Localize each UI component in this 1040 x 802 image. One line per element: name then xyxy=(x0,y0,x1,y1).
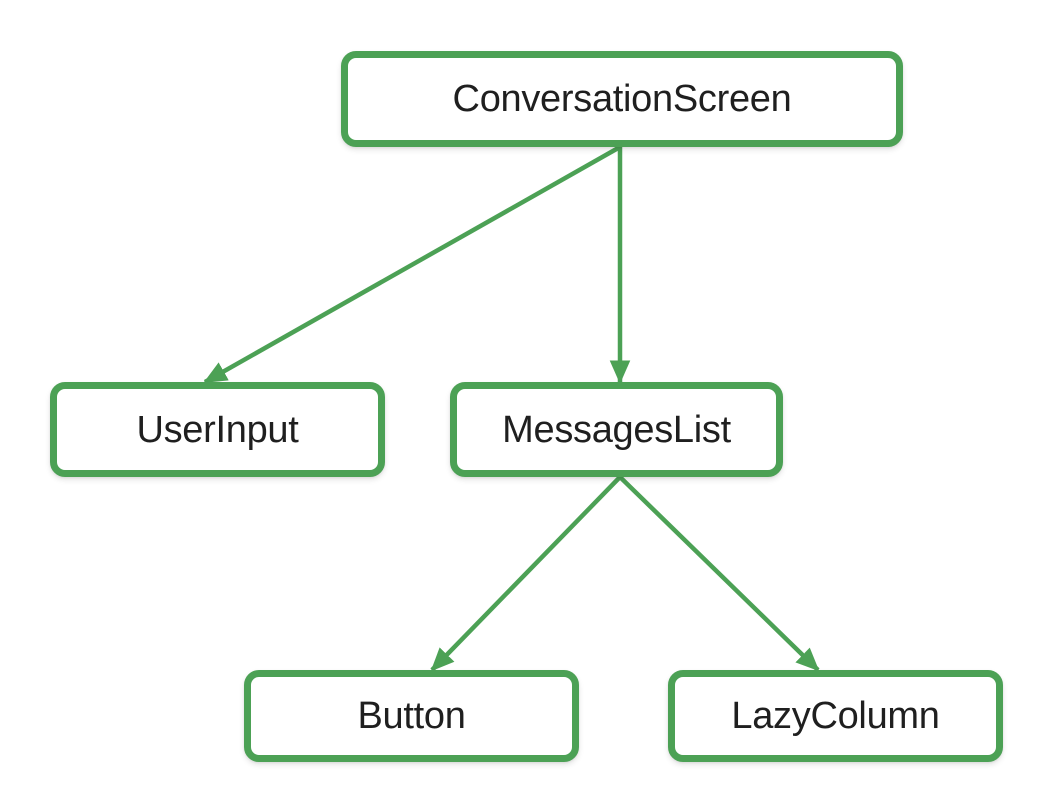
node-conversationscreen[interactable]: ConversationScreen xyxy=(341,51,903,147)
node-label-messageslist: MessagesList xyxy=(502,408,731,451)
node-lazycolumn[interactable]: LazyColumn xyxy=(668,670,1003,762)
edge-conversationscreen-userinput xyxy=(203,145,622,384)
node-button[interactable]: Button xyxy=(244,670,579,762)
node-label-conversationscreen: ConversationScreen xyxy=(452,78,792,120)
node-label-userinput: UserInput xyxy=(136,408,299,451)
node-messageslist[interactable]: MessagesList xyxy=(450,382,783,477)
edge-messageslist-lazycolumn xyxy=(618,475,820,672)
node-label-lazycolumn: LazyColumn xyxy=(731,695,940,737)
node-label-button: Button xyxy=(357,695,466,737)
edge-messageslist-button xyxy=(430,475,622,672)
node-userinput[interactable]: UserInput xyxy=(50,382,385,477)
